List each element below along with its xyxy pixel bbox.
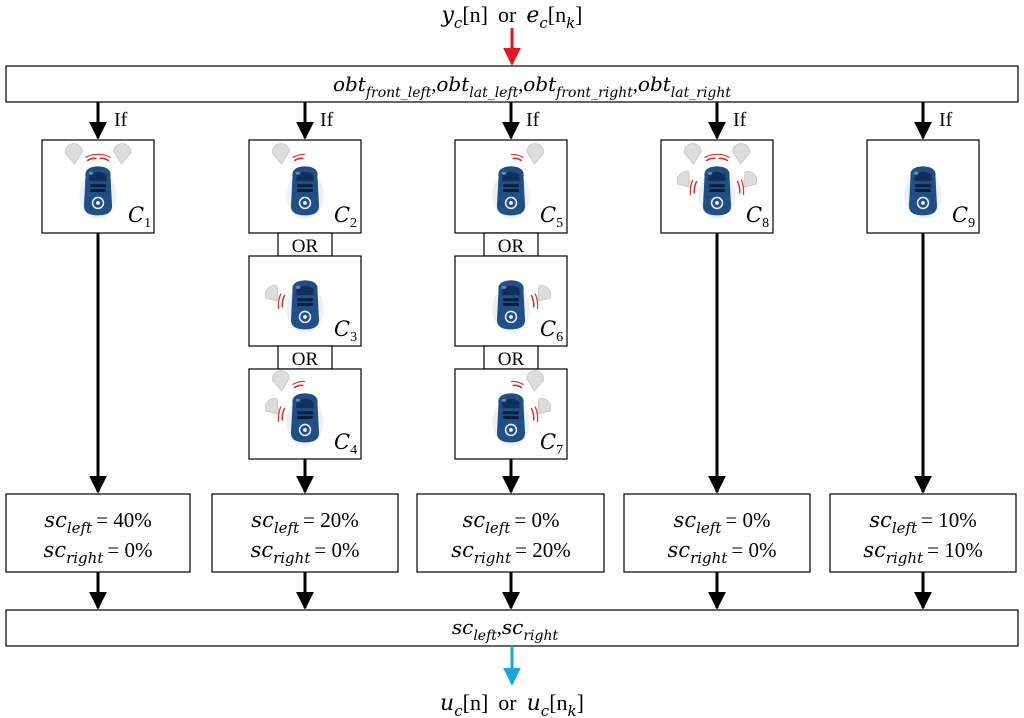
speed-command-box — [5, 609, 1019, 647]
if-label: If — [114, 109, 128, 131]
obstacle-sensor-list: obtfront_left,obtlat_left,obtfront_right… — [333, 72, 731, 101]
output-right-speed: scright= 0% — [668, 538, 777, 567]
or-label: OR — [292, 349, 319, 370]
if-label: If — [733, 109, 747, 131]
condition-label-c7: C7 — [540, 430, 563, 458]
output-box-5 — [829, 493, 1017, 573]
output-right-speed: scright= 0% — [251, 538, 360, 567]
condition-label-c5: C5 — [540, 203, 563, 231]
if-label: If — [939, 109, 953, 131]
column-c5-c7: If C5 OR C6 OR C7 scleft= 0% scright= 20… — [416, 102, 605, 610]
output-box-2 — [211, 493, 399, 573]
output-left-speed: scleft= 0% — [463, 508, 560, 537]
if-label: If — [526, 109, 540, 131]
column-c1: If C1 scleft= 40% scright= 0% — [5, 102, 191, 610]
or-label: OR — [498, 349, 525, 370]
or-label: OR — [292, 236, 319, 257]
output-left-speed: scleft= 40% — [44, 508, 151, 537]
output-box-4 — [623, 493, 811, 573]
output-right-speed: scright= 20% — [451, 538, 570, 567]
speed-command-label: scleft,scright — [452, 615, 559, 644]
output-box-1 — [5, 493, 191, 573]
condition-label-c1: C1 — [128, 203, 151, 231]
condition-label-c9: C9 — [952, 203, 975, 231]
column-c8: If C8 scleft= 0% scright= 0% — [623, 102, 811, 610]
output-left-speed: scleft= 20% — [251, 508, 358, 537]
column-c9: If C9 scleft= 10% scright= 10% — [829, 102, 1017, 610]
output-right-speed: scright= 0% — [44, 538, 153, 567]
output-left-speed: scleft= 10% — [869, 508, 976, 537]
condition-label-c4: C4 — [334, 430, 357, 458]
output-left-speed: scleft= 0% — [674, 508, 771, 537]
condition-label-c8: C8 — [746, 203, 769, 231]
output-right-speed: scright= 10% — [863, 538, 982, 567]
condition-label-c2: C2 — [334, 203, 357, 231]
condition-label-c3: C3 — [334, 317, 357, 345]
condition-label-c6: C6 — [540, 317, 563, 345]
output-box-3 — [416, 493, 605, 573]
or-label: OR — [498, 236, 525, 257]
if-label: If — [320, 109, 334, 131]
column-c2-c4: If C2 OR C3 OR C4 scleft= 20% scright= 0… — [211, 102, 399, 610]
